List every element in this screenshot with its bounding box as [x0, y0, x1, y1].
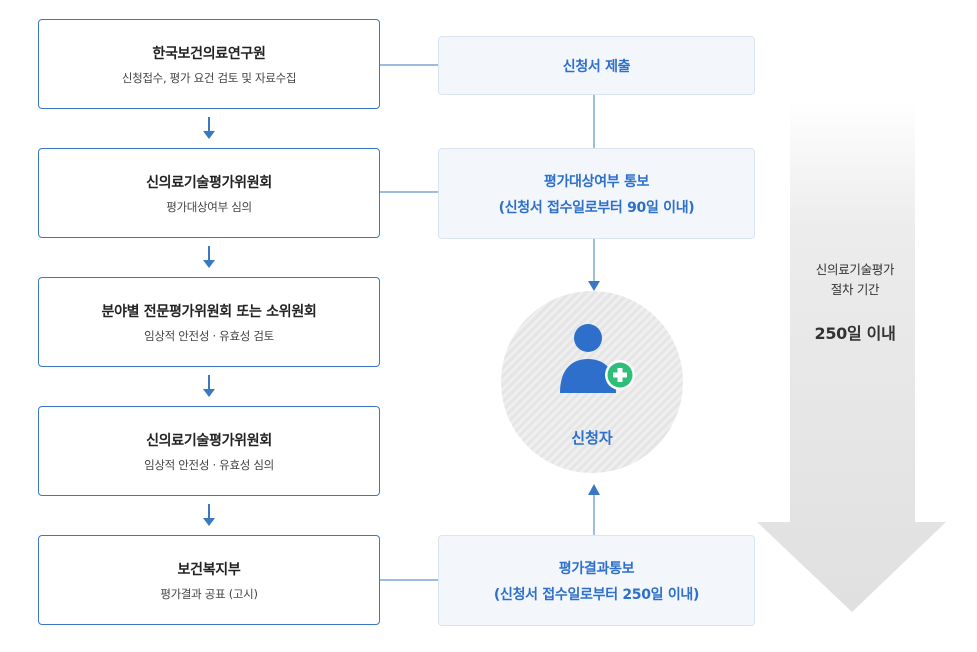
- stage-desc: 평가결과 공표 (고시): [160, 586, 258, 601]
- period-days: 250일 이내: [814, 324, 896, 343]
- stage-box: 신의료기술평가위원회 평가대상여부 심의: [38, 148, 380, 238]
- period-label: 신의료기술평가: [815, 262, 895, 277]
- applicant-label: 신청자: [571, 429, 613, 447]
- stage-desc: 평가대상여부 심의: [166, 199, 252, 214]
- stage-box: 분야별 전문평가위원회 또는 소위원회 임상적 안전성 · 유효성 검토: [38, 277, 380, 367]
- stage-title: 한국보건의료연구원: [152, 45, 266, 62]
- stage-desc: 신청접수, 평가 요건 검토 및 자료수집: [121, 70, 297, 85]
- period-label: 절차 기간: [830, 282, 880, 297]
- stage-title: 신의료기술평가위원회: [146, 432, 272, 449]
- arrow-down-icon: [203, 518, 215, 526]
- stage-title: 분야별 전문평가위원회 또는 소위원회: [101, 303, 317, 320]
- applicant-circle: 신청자: [501, 291, 683, 473]
- arrow-down-icon: [588, 281, 600, 291]
- stage-box: 한국보건의료연구원 신청접수, 평가 요건 검토 및 자료수집: [38, 19, 380, 109]
- arrow-down-icon: [203, 131, 215, 139]
- notice-sub: (신청서 접수일로부터 250일 이내): [493, 586, 700, 603]
- arrow-down-icon: [203, 389, 215, 397]
- stage-desc: 임상적 안전성 · 유효성 심의: [144, 457, 274, 472]
- notice-title: 평가대상여부 통보: [543, 173, 650, 190]
- person-add-icon: [560, 324, 635, 393]
- notice-box: 신청서 제출: [438, 36, 755, 95]
- stage-box: 보건복지부 평가결과 공표 (고시): [38, 535, 380, 625]
- stage-box: 신의료기술평가위원회 임상적 안전성 · 유효성 심의: [38, 406, 380, 496]
- notice-box: 평가결과통보 (신청서 접수일로부터 250일 이내): [438, 535, 755, 626]
- stage-desc: 임상적 안전성 · 유효성 검토: [144, 328, 274, 343]
- notice-title: 신청서 제출: [562, 58, 631, 75]
- notice-box: 평가대상여부 통보 (신청서 접수일로부터 90일 이내): [438, 148, 755, 239]
- stage-title: 보건복지부: [177, 561, 241, 578]
- arrow-up-icon: [588, 484, 600, 495]
- notice-sub: (신청서 접수일로부터 90일 이내): [498, 199, 695, 216]
- arrow-down-icon: [203, 260, 215, 268]
- notice-title: 평가결과통보: [558, 560, 635, 577]
- stage-title: 신의료기술평가위원회: [146, 174, 272, 191]
